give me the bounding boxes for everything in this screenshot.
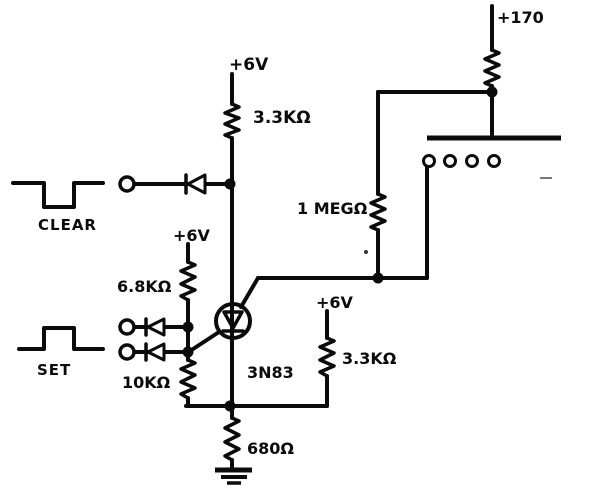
junction-170 [486, 86, 498, 98]
junction-clear [224, 178, 236, 190]
junction-dots [182, 86, 498, 412]
tube-grid-dot-3 [465, 154, 479, 168]
resistor-680 [223, 416, 241, 462]
resistor-3.3k-top [223, 102, 241, 140]
resistor-170-anode [483, 48, 501, 88]
clear-waveform [11, 181, 105, 209]
set-diode-upper-triangle [146, 317, 166, 337]
transistor-label: 3N83 [247, 363, 294, 382]
resistor-label-680: 680Ω [247, 439, 294, 458]
resistor-10k [179, 358, 197, 400]
ground-symbol [215, 467, 252, 485]
clear-diode-triangle [186, 173, 207, 195]
transistor-arrow [222, 310, 244, 330]
resistor-label-10k: 10KΩ [122, 373, 171, 392]
resistor-label-6.8k: 6.8KΩ [117, 277, 172, 296]
clear-input-terminal [118, 175, 136, 193]
wire-transistor-upper-right-lead [239, 276, 260, 309]
set-waveform [17, 326, 105, 351]
tube-grid-dot-4 [487, 154, 501, 168]
junction-bottom [224, 400, 236, 412]
resistor-1meg [369, 192, 387, 232]
set-input-terminal-upper [118, 318, 136, 336]
junction-set-lower [182, 346, 194, 358]
clear-label: CLEAR [38, 216, 97, 234]
clear-diode [184, 173, 207, 195]
set-diode-lower-triangle [146, 342, 166, 362]
junction-set-upper [182, 321, 194, 333]
resistor-label-3.3k-right: 3.3KΩ [342, 349, 397, 368]
scan-speck-artifact [364, 250, 368, 254]
power-label-170: +170 [497, 8, 544, 27]
set-diode-upper [144, 317, 166, 337]
power-label-6v-left: +6V [173, 226, 211, 245]
resistor-6.8k [179, 260, 197, 302]
power-label-6v-top: +6V [229, 55, 269, 75]
junction-1meg-bottom [372, 272, 384, 284]
transistor-3n83-symbol [214, 302, 252, 340]
set-input-terminal-lower [118, 343, 136, 361]
tube-grid-dot-1 [422, 154, 436, 168]
resistor-3.3k-right [318, 336, 336, 378]
resistors-group [179, 48, 501, 462]
set-label: SET [37, 361, 71, 379]
wire-transistor-base-lead [188, 330, 221, 353]
set-diode-lower [144, 342, 166, 362]
resistor-label-1meg: 1 MEGΩ [297, 199, 368, 218]
tube-element [422, 135, 561, 168]
tube-grid-dot-2 [443, 154, 457, 168]
power-label-6v-right: +6V [316, 293, 354, 312]
resistor-label-3.3k-top: 3.3KΩ [253, 108, 311, 128]
transistor-envelope [214, 302, 252, 340]
